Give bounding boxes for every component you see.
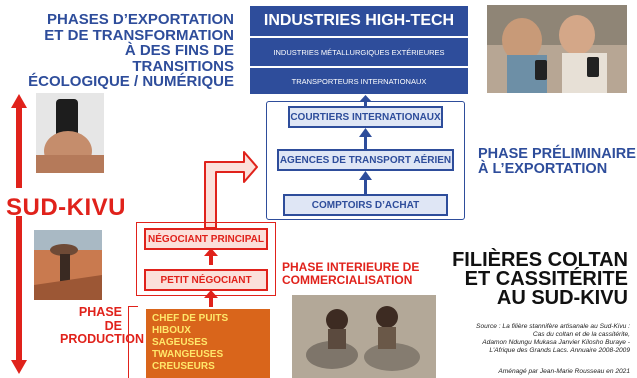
- interior-phase-frame: [136, 222, 276, 296]
- interior-phase-title-line: COMMERCIALISATION: [282, 273, 413, 287]
- photo-youth-phones: [487, 5, 627, 93]
- production-actor: TWANGEUSES: [152, 349, 224, 360]
- comptoirs-achat-box: COMPTOIRS D’ACHAT: [283, 194, 448, 216]
- production-actor: CREUSEURS: [152, 361, 215, 372]
- preliminary-phase-title-line: À L’EXPORTATION: [478, 161, 608, 177]
- preliminary-phase-title-line: PHASE PRÉLIMINAIRE: [478, 146, 636, 162]
- photo-youth-phones-art: [487, 5, 627, 93]
- agences-transport-aerien-box: AGENCES DE TRANSPORT AÉRIEN: [277, 149, 454, 171]
- interior-phase-title: PHASE INTERIEURE DE COMMERCIALISATION: [282, 261, 442, 287]
- production-phase-title-line: PRODUCTION: [60, 332, 145, 346]
- main-title-line: ET CASSITÉRITE: [464, 268, 628, 290]
- interior-phase-title-line: PHASE INTERIEURE DE: [282, 260, 420, 274]
- export-phase-title-line: ET DE TRANSFORMATION: [44, 26, 234, 44]
- export-phase-title-line: ÉCOLOGIQUE / NUMÉRIQUE: [28, 73, 234, 90]
- photo-hand-phone-art: [36, 93, 104, 173]
- production-actor: HIBOUX: [152, 325, 191, 336]
- source-note: Source : La filière stannifère artisanal…: [440, 323, 630, 355]
- petit-negociant-box: PETIT NÉGOCIANT: [144, 269, 268, 291]
- export-phase-title: PHASES D’EXPORTATION ET DE TRANSFORMATIO…: [22, 12, 234, 90]
- source-line: Cas du coltan et de la cassitérite,: [532, 331, 630, 338]
- production-bracket: [128, 306, 138, 378]
- photo-miner-art: [34, 230, 102, 300]
- production-actor: SAGEUSES: [152, 337, 208, 348]
- photo-ore-washing: [292, 295, 436, 378]
- arrow-negociant-to-comptoirs: [204, 151, 258, 229]
- source-line: Source : La filière stannifère artisanal…: [476, 323, 630, 330]
- credit-note: Aménagé par Jean-Marie Rousseau en 2021: [498, 368, 630, 375]
- photo-hand-phone: [36, 93, 104, 173]
- vertical-flow-arrow: [11, 94, 27, 374]
- courtiers-internationaux-box: COURTIERS INTERNATIONAUX: [288, 106, 443, 128]
- export-phase-title-line: À DES FINS DE TRANSITIONS: [124, 42, 234, 75]
- transporteurs-internationaux-box: TRANSPORTEURS INTERNATIONAUX: [250, 68, 468, 94]
- production-phase-title: PHASE DE PRODUCTION: [60, 305, 145, 347]
- source-line: Adamon Ndungu Mukasa Janvier Kilosho Bur…: [482, 339, 630, 346]
- negociant-principal-box: NÉGOCIANT PRINCIPAL: [144, 228, 268, 250]
- industries-high-tech-box: INDUSTRIES HIGH-TECH: [250, 6, 468, 36]
- main-title: FILIÈRES COLTAN ET CASSITÉRITE AU SUD-KI…: [444, 249, 628, 309]
- main-title-line: AU SUD-KIVU: [496, 287, 628, 309]
- production-actors-box: CHEF DE PUITS HIBOUX SAGEUSES TWANGEUSES…: [146, 309, 270, 378]
- production-actor: CHEF DE PUITS: [152, 313, 229, 324]
- industries-metallurgiques-box: INDUSTRIES MÉTALLURGIQUES EXTÉRIEURES: [250, 38, 468, 66]
- main-title-line: FILIÈRES COLTAN: [452, 249, 628, 271]
- photo-miner: [34, 230, 102, 300]
- source-line: L'Afrique des Grands Lacs. Annuaire 2008…: [489, 347, 630, 354]
- region-label: SUD-KIVU: [6, 194, 127, 221]
- export-phase-title-line: PHASES D’EXPORTATION: [47, 11, 234, 28]
- production-phase-title-line: PHASE DE: [78, 305, 122, 333]
- photo-ore-washing-art: [292, 295, 436, 378]
- preliminary-phase-title: PHASE PRÉLIMINAIRE À L’EXPORTATION: [478, 147, 637, 177]
